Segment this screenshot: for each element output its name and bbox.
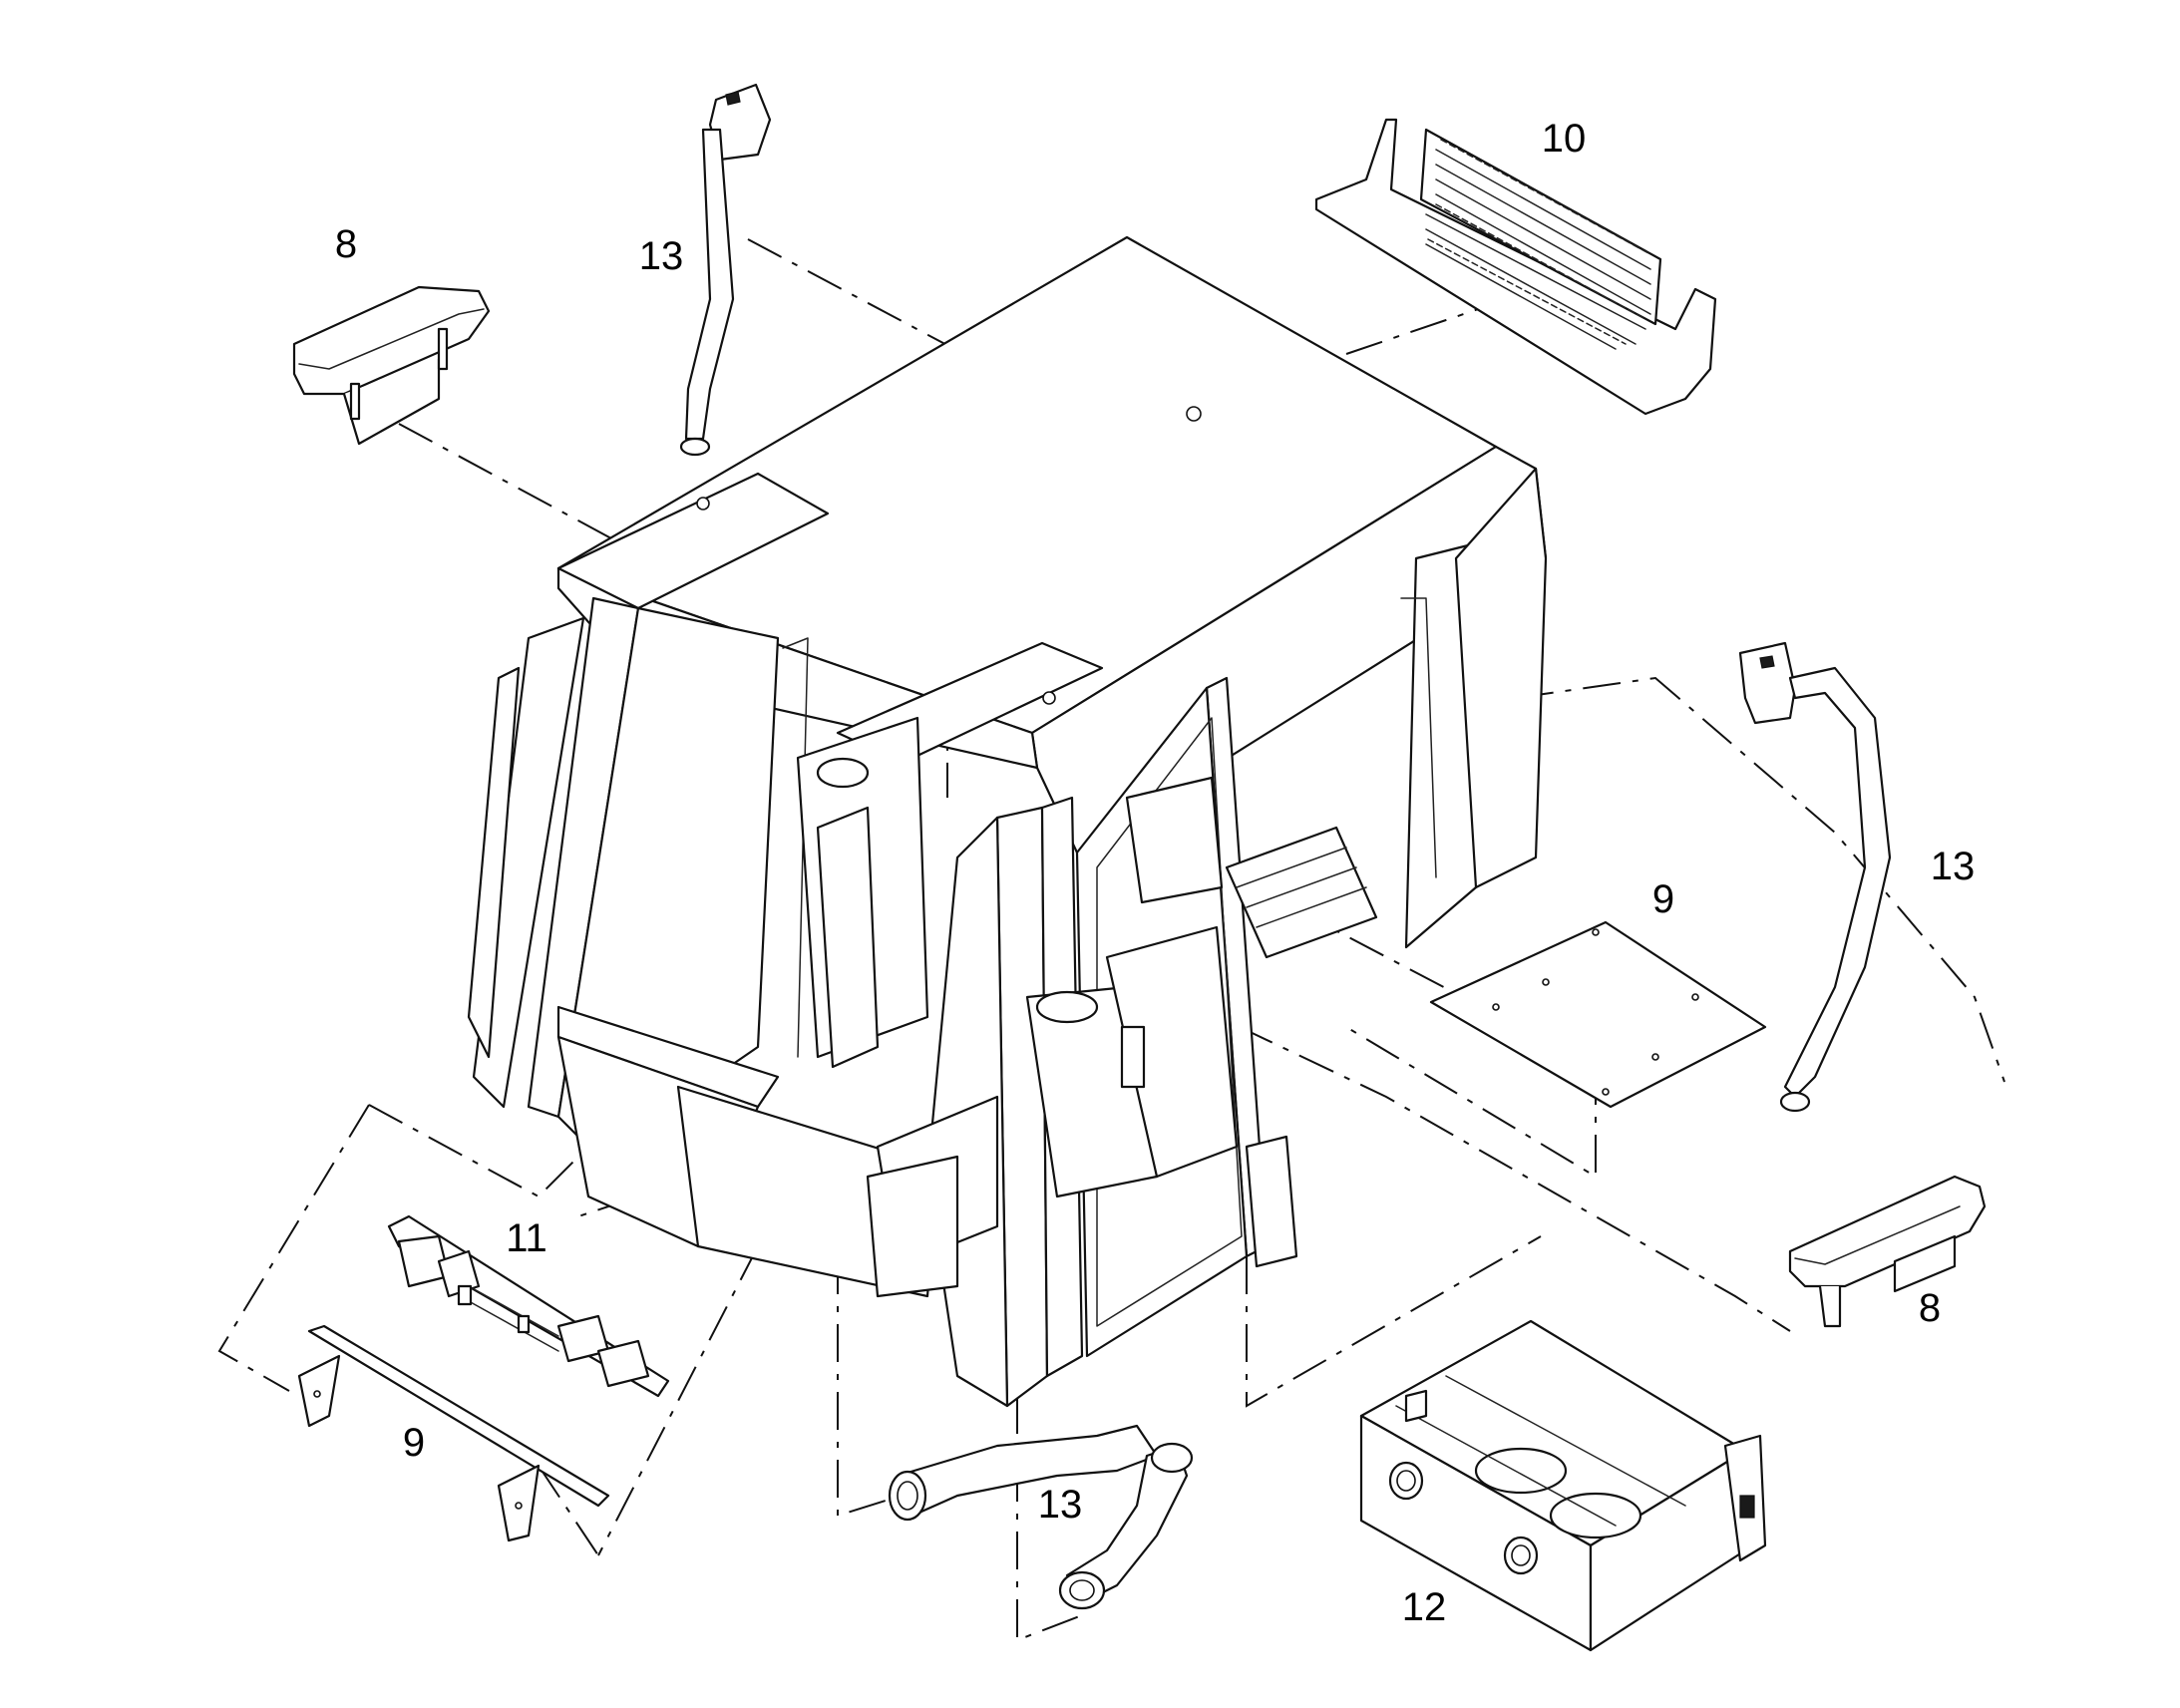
callout-armrest-left: 8 (335, 222, 357, 266)
callout-armrest-right: 8 (1919, 1286, 1941, 1330)
callout-floor-panel-left: 9 (403, 1421, 425, 1465)
duct-top-part (679, 83, 772, 457)
floor-panel-left-part (297, 1324, 610, 1542)
control-panel-part (387, 1214, 670, 1398)
armrest-right-part (1788, 1175, 1987, 1328)
callout-floor-panel-right: 9 (1652, 877, 1674, 921)
floor-panel-right-part (1429, 920, 1767, 1109)
callout-control-panel: 11 (506, 1216, 547, 1260)
rear-grille-part (1314, 118, 1717, 416)
callout-labels: 8 13 10 13 9 8 11 9 13 12 (335, 117, 1975, 1629)
cab-frame (467, 235, 1548, 1408)
duct-bottom-part (888, 1424, 1194, 1610)
callout-hvac-unit: 12 (1402, 1585, 1447, 1629)
duct-right-part (1738, 641, 1892, 1113)
callout-duct-right: 13 (1931, 845, 1976, 888)
hvac-unit-part (1359, 1319, 1767, 1652)
callout-duct-top: 13 (639, 234, 684, 278)
armrest-left-part (292, 285, 491, 446)
grille-holes (1425, 139, 1651, 350)
callout-duct-bottom: 13 (1038, 1483, 1083, 1527)
callout-rear-grille: 10 (1542, 117, 1587, 161)
